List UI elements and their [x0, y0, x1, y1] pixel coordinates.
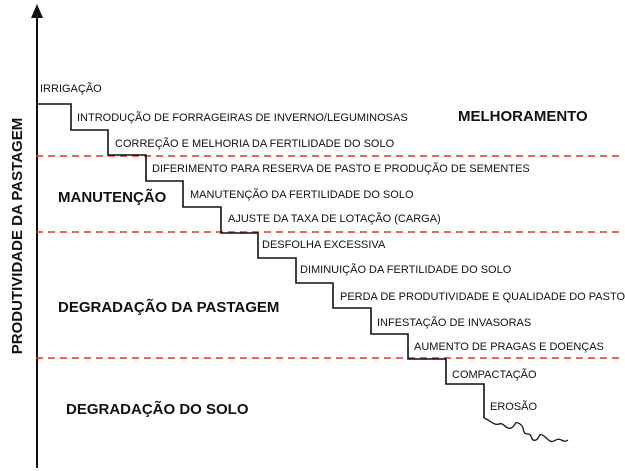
step-label-pragas: AUMENTO DE PRAGAS E DOENÇAS: [414, 341, 604, 353]
y-axis-arrowhead: [31, 4, 43, 18]
step-label-perda-produtividade: PERDA DE PRODUTIVIDADE E QUALIDADE DO PA…: [340, 291, 625, 303]
step-label-ajuste-lotacao: AJUSTE DA TAXA DE LOTAÇÃO (CARGA): [228, 212, 441, 225]
step-label-correcao-fertilidade: CORREÇÃO E MELHORIA DA FERTILIDADE DO SO…: [115, 137, 395, 150]
y-axis-label: PRODUTIVIDADE DA PASTAGEM: [9, 118, 26, 354]
step-label-irrigacao: IRRIGAÇÃO: [40, 82, 102, 95]
step-label-forrageiras: INTRODUÇÃO DE FORRAGEIRAS DE INVERNO/LEG…: [77, 111, 408, 124]
step-label-desfolha: DESFOLHA EXCESSIVA: [262, 239, 386, 251]
zone-label-melhoramento: MELHORAMENTO: [458, 108, 588, 125]
zone-label-degradacao-pastagem: DEGRADAÇÃO DA PASTAGEM: [58, 298, 279, 316]
step-label-diminuicao-fertilidade: DIMINUIÇÃO DA FERTILIDADE DO SOLO: [300, 263, 512, 276]
zone-label-degradacao-solo: DEGRADAÇÃO DO SOLO: [66, 400, 249, 418]
step-label-compactacao: COMPACTAÇÃO: [452, 368, 537, 381]
erosion-squiggle: [483, 417, 569, 443]
zone-label-manutencao: MANUTENÇÃO: [58, 188, 167, 206]
step-label-erosao: EROSÃO: [490, 400, 538, 413]
step-label-invasoras: INFESTAÇÃO DE INVASORAS: [377, 316, 531, 329]
staircase-line: [37, 103, 485, 418]
step-label-diferimento: DIFERIMENTO PARA RESERVA DE PASTO E PROD…: [152, 162, 530, 175]
step-label-manutencao-fertilidade: MANUTENÇÃO DA FERTILIDADE DO SOLO: [190, 188, 414, 201]
